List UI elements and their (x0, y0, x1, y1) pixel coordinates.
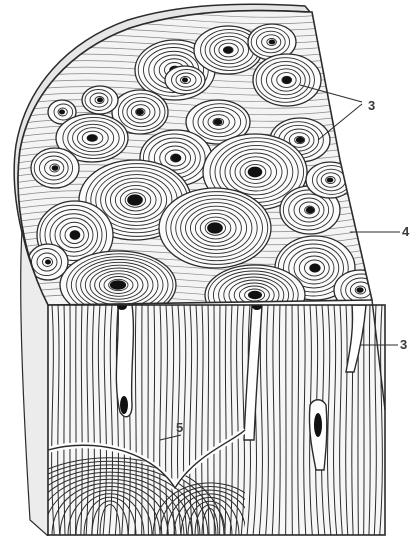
osteon-canal (182, 78, 188, 83)
label-canal: 5 (176, 420, 183, 435)
osteon (31, 148, 79, 188)
osteon-canal (309, 264, 320, 273)
osteon-canal (127, 194, 143, 205)
osteon-canal (269, 39, 276, 44)
label-osteons-top: 3 (368, 98, 375, 113)
canal-dark (314, 413, 322, 437)
front-face-longitudinal (0, 302, 385, 536)
canal-dark (120, 396, 128, 414)
osteon (165, 66, 205, 94)
osteon (334, 270, 386, 310)
osteon-canal (87, 135, 97, 142)
label-osteon-side: 3 (400, 337, 407, 352)
osteon-canal (296, 137, 304, 143)
osteon-canal (207, 222, 223, 233)
label-lamella-layer: 4 (402, 224, 410, 239)
osteon-canal (97, 98, 103, 103)
osteon-canal (248, 291, 262, 299)
osteon-canal (282, 76, 292, 83)
top-face-osteons (0, 0, 386, 325)
osteon-canal (52, 165, 59, 171)
osteon-canal (327, 177, 334, 182)
osteon-canal (306, 207, 314, 214)
osteon-canal (136, 109, 144, 115)
canal-dark (252, 302, 262, 310)
osteon-canal (59, 110, 65, 115)
osteon-canal (110, 280, 126, 290)
osteon-canal (45, 259, 51, 264)
osteon-canal (223, 47, 233, 54)
longitudinal-line (76, 305, 77, 536)
osteon-canal (171, 154, 181, 162)
osteon-canal (356, 287, 363, 293)
longitudinal-line (148, 305, 149, 536)
osteon-canal (248, 167, 263, 178)
osteon-canal (214, 119, 223, 125)
osteon (159, 188, 271, 268)
osteon-canal (70, 230, 81, 240)
osteon (82, 86, 118, 114)
osteon (253, 54, 321, 106)
